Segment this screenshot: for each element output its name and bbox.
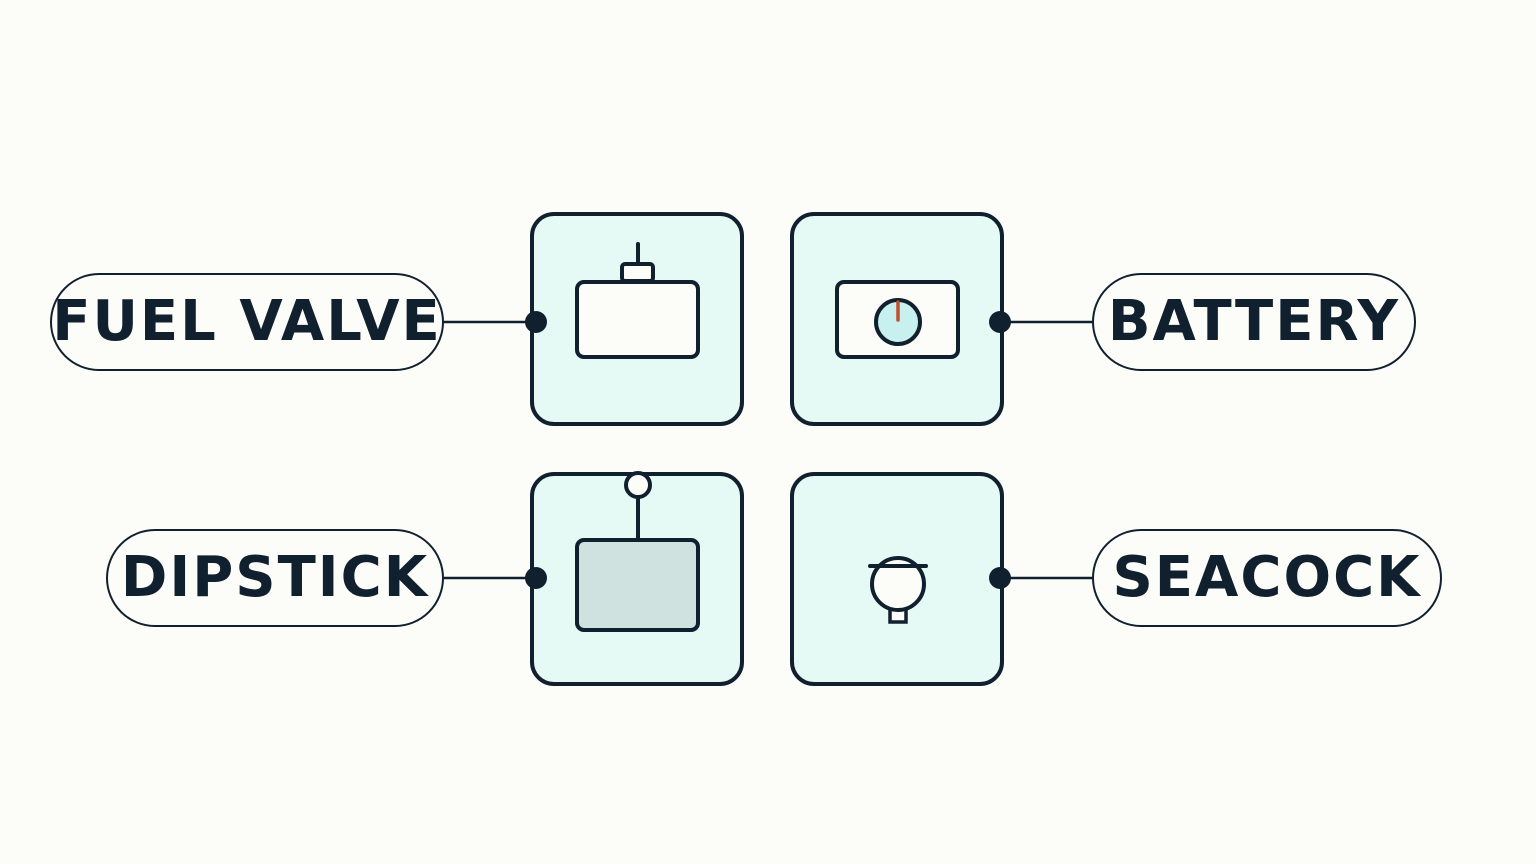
seacock-label-pill[interactable]: SEACOCK — [1092, 529, 1442, 627]
connector-dot-dipstick — [525, 567, 547, 589]
seacock-tile[interactable] — [790, 472, 1004, 686]
connector-dot-battery — [989, 311, 1011, 333]
fuel-valve-label-pill[interactable]: FUEL VALVE — [50, 273, 444, 371]
connector-dot-fuel-valve — [525, 311, 547, 333]
dipstick-label-pill[interactable]: DIPSTICK — [106, 529, 444, 627]
valve-box-icon — [575, 242, 700, 359]
fuel-valve-label: FUEL VALVE — [52, 289, 442, 354]
fuel-valve-tile[interactable] — [530, 212, 744, 426]
dipstick-tile[interactable] — [530, 471, 744, 686]
battery-label-pill[interactable]: BATTERY — [1092, 273, 1416, 371]
battery-gauge-icon — [835, 280, 960, 359]
seacock-icon — [868, 556, 928, 624]
battery-label: BATTERY — [1107, 289, 1401, 354]
seacock-label: SEACOCK — [1112, 545, 1422, 610]
connector-dot-seacock — [989, 567, 1011, 589]
dipstick-tank-icon — [575, 471, 700, 632]
battery-tile[interactable] — [790, 212, 1004, 426]
dipstick-label: DIPSTICK — [120, 545, 430, 610]
